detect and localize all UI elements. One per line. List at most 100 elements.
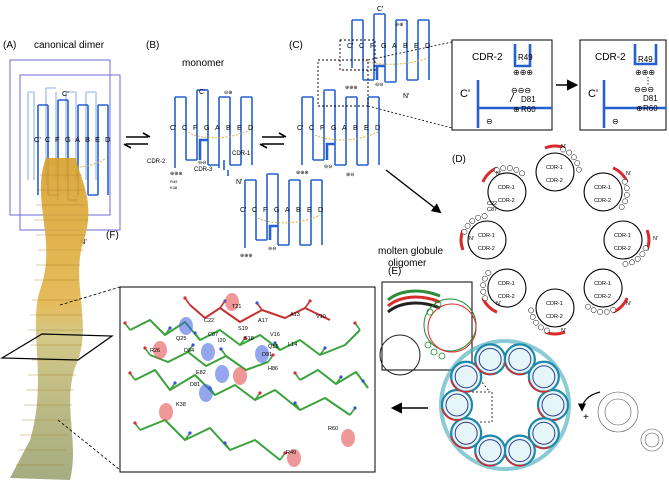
oligomer-charge (634, 256, 641, 262)
c-lower-molecule: C' C F G A B E D ⊕⊕⊕ ⊖⊖ (240, 173, 323, 259)
oligomer-charge (469, 218, 476, 224)
oligomer-n-prime: N' (561, 328, 566, 334)
c-middle-strand: E (364, 125, 369, 132)
c-upper-n-prime: N' (403, 93, 409, 100)
c-middle-strand: D (375, 125, 380, 132)
monomer-strand: C (182, 125, 187, 132)
oligomer-n-prime: N' (626, 301, 631, 307)
oligomer-charge (493, 167, 500, 174)
svg-text:⊖: ⊖ (486, 117, 493, 126)
oligomer-charge (529, 314, 536, 320)
oligomer-charge (528, 307, 534, 314)
c-middle-strand: F (320, 125, 324, 132)
zoom-right-c-prime: C' (588, 88, 598, 100)
residue-label-d84: D84 (184, 348, 194, 354)
svg-text:⊖⊖: ⊖⊖ (198, 160, 206, 166)
residue-label-t21: T21 (232, 304, 241, 310)
residue-label-v16: V16 (270, 332, 280, 338)
panel-a-letter: (A) (3, 40, 16, 51)
svg-text:K38: K38 (170, 185, 178, 190)
oligomer-cdr2: CDR-2 (546, 178, 563, 184)
residue-highlight (179, 317, 193, 335)
svg-text:⊕⊕⊕: ⊕⊕⊕ (296, 170, 309, 176)
residue-label-a17: A17 (258, 318, 268, 324)
oligomer-subunit (583, 172, 623, 212)
residue-label-s18: S18 (244, 336, 254, 342)
dimer-strand-labels: C' C F G A B E D C' N' (34, 89, 111, 246)
svg-text:⊖⊖: ⊖⊖ (268, 246, 276, 252)
oligomer-charge (622, 198, 628, 205)
residue-label-r26: R26 (150, 348, 160, 354)
c-lower-strand: D (318, 207, 323, 214)
panel-c: (C) C' C F G A B E D C' N' ⊖⊕ ⊕⊕⊕ ⊖⊖ (240, 6, 667, 259)
oligomer-n-prime: N' (561, 144, 566, 150)
panel-b-letter: (B) (146, 40, 159, 51)
svg-text:⊖: ⊖ (612, 117, 619, 126)
oligomer-charge (576, 166, 582, 173)
c-upper-strand: A (392, 43, 397, 50)
oligomer-charge (618, 204, 625, 210)
dimer-strand: A (75, 135, 80, 144)
svg-text:⊕⊕⊕: ⊕⊕⊕ (240, 253, 253, 259)
oligomer-cdr2: CDR-2 (594, 198, 611, 204)
zoom-right-r60: R60 (643, 104, 658, 113)
dimer-strand: B (85, 135, 90, 144)
c-lower-strand: G (274, 207, 279, 214)
oligomer-charge (624, 192, 630, 198)
residue-label-c22: C22 (204, 318, 214, 324)
panel-f-letter: (F) (106, 230, 119, 241)
zoom-right-title: CDR-2 (595, 52, 626, 63)
zoom-right-d81: D81 (643, 94, 658, 103)
monomer-strand: A (215, 125, 220, 132)
c-upper-strand: D (425, 43, 430, 50)
residue-label-r49: R49 (286, 450, 296, 456)
c-middle-molecule: C' C F G A B E D ⊕⊕⊕ ⊖⊖ ⊕⊖ (296, 89, 380, 178)
svg-text:⊕: ⊕ (636, 104, 643, 113)
monomer-strand: F (193, 125, 197, 132)
residue-highlight (201, 343, 215, 361)
monomer-c-prime: C' (199, 89, 205, 96)
residue-label-v10: V10 (316, 314, 326, 320)
oligomer-ring: CDR-1CDR-2N'CDR-1CDR-2N'CDR-1CDR-2N'CDR-… (459, 144, 658, 336)
c-lower-strand: A (285, 207, 290, 214)
zoom-left-r60: R60 (521, 105, 536, 114)
oligomer-charge (485, 270, 492, 276)
c-upper-strand: F (370, 43, 374, 50)
oligomer-subunit (583, 268, 623, 308)
zoom-left-c-prime: C' (460, 88, 470, 100)
panel-e: (E) + (379, 266, 664, 471)
oligomer-charge (543, 327, 550, 334)
oligomer-charge (480, 282, 486, 288)
svg-text:⊕: ⊕ (513, 105, 520, 114)
c-upper-molecule: C' C F G A B E D C' N' ⊖⊕ ⊕⊕⊕ ⊖⊖ (345, 6, 430, 100)
oligomer-charge (622, 261, 629, 267)
oligomer-charge (519, 170, 525, 177)
panel-c-letter: (C) (289, 40, 303, 51)
panel-a-title: canonical dimer (34, 40, 105, 51)
c-middle-strand: C' (297, 125, 303, 132)
monomer-labels: C' C F G A B E D C' CDR-2 CDR-1 CDR-3 N' (147, 89, 253, 186)
svg-text:R49: R49 (170, 179, 178, 184)
arrow-to-oligomer (385, 169, 442, 214)
c-middle-strand: B (353, 125, 358, 132)
oligomer-charge (610, 306, 617, 313)
c-middle-strand: A (342, 125, 347, 132)
panel-d-letter: (D) (452, 154, 466, 165)
oligomer-charge (475, 214, 481, 221)
panel-b-title: monomer (182, 58, 225, 69)
panel-d: (D) CDR-1CDR-2N'CDR-1CDR-2N'CDR-1CDR-2N'… (452, 144, 658, 336)
c-zoom-region-upper (339, 39, 376, 71)
residue-label-r60: R60 (328, 426, 338, 432)
backbone-chain (134, 369, 351, 416)
oligomer-cdr2: CDR-2 (614, 246, 631, 252)
svg-text:⊕⊕⊕: ⊕⊕⊕ (635, 68, 655, 77)
oligomer-n-prime: N' (653, 236, 658, 242)
oligomer-cdr1: CDR-1 (594, 281, 611, 287)
fibril-body (10, 158, 89, 480)
e-inset-rings (379, 289, 477, 376)
monomer-cdr1: CDR-1 (232, 151, 251, 157)
oligomer-cdr2: CDR-2 (546, 314, 563, 320)
residue-label-h86: H86 (268, 366, 278, 372)
